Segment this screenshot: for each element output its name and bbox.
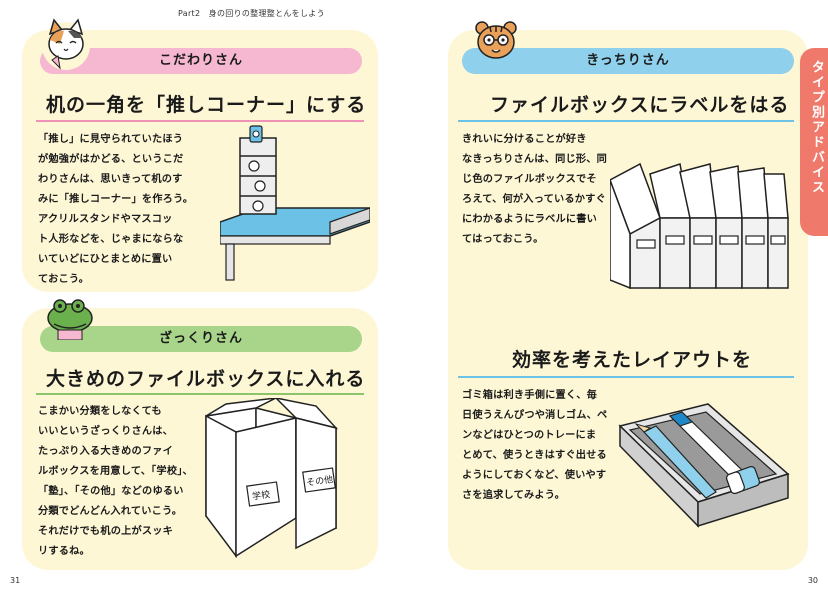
- zakkuri-type-label: ざっくりさん: [40, 326, 362, 352]
- body-line: にわかるようにラベルに書い: [462, 214, 598, 225]
- body-line: 「推し」に見守られていたほう: [38, 134, 184, 145]
- open-file-boxes-illustration: 学校 その他: [205, 398, 339, 558]
- body-line: ようにしておくなど、使いやす: [462, 470, 607, 481]
- body-line: ゴミ箱は利き手側に置く、毎: [462, 390, 598, 401]
- kodawari-body: 「推し」に見守られていたほう が勉強がはかどる、というこだ わりさんは、思いきっ…: [38, 130, 238, 290]
- body-line: てはっておこう。: [462, 234, 544, 245]
- box-label-school: 学校: [251, 488, 271, 502]
- side-tab: [800, 48, 828, 236]
- kodawari-rule: [36, 120, 364, 122]
- page-number-right: 30: [807, 576, 818, 585]
- body-line: こまかい分類をしなくても: [38, 406, 162, 417]
- body-line: 日使うえんぴつや消しゴム、ペ: [462, 410, 608, 421]
- body-line: わりさんは、思いきって机のす: [38, 174, 183, 185]
- pen-tray-illustration: [618, 403, 790, 528]
- body-line: みに「推しコーナー」を作ろう。: [38, 194, 194, 205]
- body-line: が勉強がはかどる、というこだ: [38, 154, 184, 165]
- body-line: ルボックスを用意して、「学校」、: [38, 466, 193, 477]
- layout-heading: 効率を考えたレイアウトを: [512, 349, 753, 371]
- labeled-file-boxes-illustration: [610, 162, 789, 290]
- body-line: たっぷり入る大きめのファイ: [38, 446, 174, 457]
- kodawari-type-label: こだわりさん: [40, 48, 362, 74]
- kicchiri-heading: ファイルボックスにラベルをはる: [490, 94, 790, 116]
- layout-body: ゴミ箱は利き手側に置く、毎 日使うえんぴつや消しゴム、ペ ンなどはひとつのトレー…: [462, 386, 612, 506]
- body-line: 「塾」、「その他」などのゆるい: [38, 486, 184, 497]
- body-line: いいというざっくりさんは、: [38, 426, 174, 437]
- body-line: じ色のファイルボックスでそ: [462, 174, 597, 185]
- kicchiri-body: きれいに分けることが好き なきっちりさんは、同じ形、同 じ色のファイルボックスで…: [462, 130, 612, 250]
- layout-rule: [458, 376, 794, 378]
- page-number-left: 31: [10, 576, 21, 585]
- body-line: アクリルスタンドやマスコッ: [38, 214, 173, 225]
- body-line: ろえて、何が入っているかすぐ: [462, 194, 606, 205]
- body-line: きれいに分けることが好き: [462, 134, 587, 145]
- cat-mascot-icon: [42, 18, 90, 70]
- body-line: いていどにひとまとめに置い: [38, 254, 173, 265]
- kicchiri-rule: [458, 120, 794, 122]
- body-line: それだけでも机の上がスッキ: [38, 526, 174, 537]
- body-line: ておこう。: [38, 274, 90, 285]
- zakkuri-heading: 大きめのファイルボックスに入れる: [46, 368, 366, 390]
- zakkuri-body: こまかい分類をしなくても いいというざっくりさんは、 たっぷり入る大きめのファイ…: [38, 402, 218, 562]
- kicchiri-type-label: きっちりさん: [462, 48, 794, 74]
- crocodile-mascot-icon: [47, 299, 93, 340]
- body-line: ト人形などを、じゃまにならな: [38, 234, 184, 245]
- kodawari-heading: 机の一角を「推しコーナー」にする: [46, 94, 367, 116]
- body-line: ンなどはひとつのトレーにま: [462, 430, 597, 441]
- zakkuri-rule: [36, 393, 364, 395]
- body-line: リするね。: [38, 546, 90, 557]
- desk-illustration: [220, 125, 370, 281]
- body-line: なきっちりさんは、同じ形、同: [462, 154, 608, 165]
- body-line: さを追求してみよう。: [462, 490, 565, 501]
- tiger-mascot-icon: [475, 21, 517, 59]
- box-label-other: その他: [305, 473, 333, 489]
- body-line: とめて、使うときはすぐ出せる: [462, 450, 607, 461]
- side-tab-label: タイプ別アドバイス: [809, 60, 824, 195]
- body-line: 分類でどんどん入れていこう。: [38, 506, 183, 517]
- running-head: Part2 身の回りの整理整とんをしよう: [178, 9, 325, 18]
